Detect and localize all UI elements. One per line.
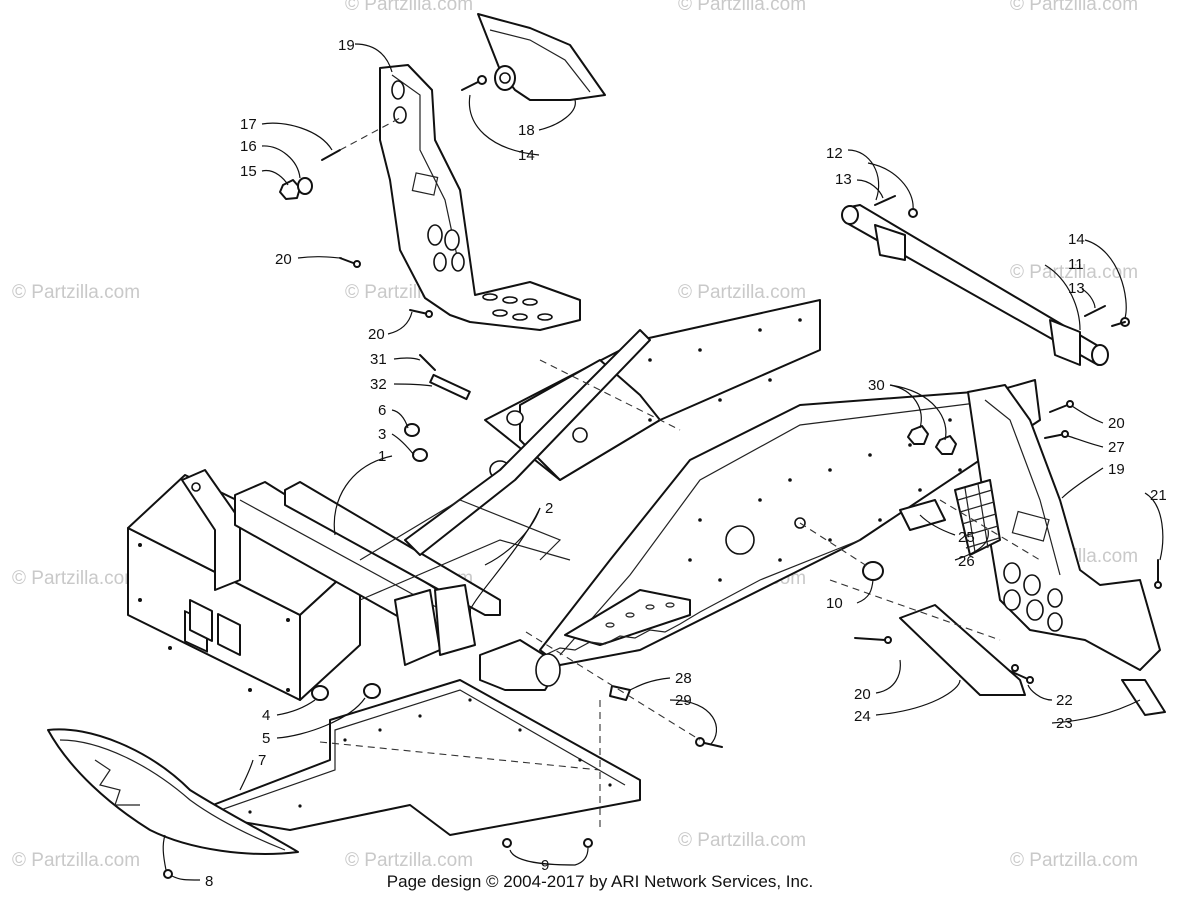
- callout-27: 27: [1108, 439, 1125, 456]
- callout-30: 30: [868, 377, 885, 394]
- mesh-part-26: [954, 479, 1001, 556]
- callout-20: 20: [368, 326, 385, 343]
- chassis-frame-part-1: [127, 299, 1041, 701]
- callout-20: 20: [854, 686, 871, 703]
- callout-3: 3: [378, 426, 386, 443]
- callout-14: 14: [518, 147, 535, 164]
- hardware: [163, 75, 1162, 879]
- plate-part-25: [899, 499, 946, 531]
- skid-plate-part-7: [199, 679, 641, 836]
- callout-32: 32: [370, 376, 387, 393]
- callout-8: 8: [205, 873, 213, 890]
- callout-23: 23: [1056, 715, 1073, 732]
- bracket-part-18: [477, 13, 606, 101]
- callout-12: 12: [826, 145, 843, 162]
- callout-14: 14: [1068, 231, 1085, 248]
- watermark: © Partzilla.com: [678, 282, 806, 303]
- callout-5: 5: [262, 730, 270, 747]
- plate-part-23: [1121, 679, 1166, 716]
- watermark: © Partzilla.com: [12, 568, 140, 589]
- callout-13: 13: [835, 171, 852, 188]
- callout-18: 18: [518, 122, 535, 139]
- callout-21: 21: [1150, 487, 1167, 504]
- callout-20: 20: [275, 251, 292, 268]
- watermark: © Partzilla.com: [345, 0, 473, 15]
- watermark: © Partzilla.com: [12, 282, 140, 303]
- right-footrest-part-19: [899, 384, 1161, 696]
- callout-4: 4: [262, 707, 270, 724]
- watermark: © Partzilla.com: [678, 830, 806, 851]
- callout-6: 6: [378, 402, 386, 419]
- callout-1: 1: [378, 448, 386, 465]
- callout-31: 31: [370, 351, 387, 368]
- watermark: © Partzilla.com: [345, 850, 473, 871]
- callout-28: 28: [675, 670, 692, 687]
- callout-24: 24: [854, 708, 871, 725]
- callout-19: 19: [1108, 461, 1125, 478]
- callout-19: 19: [338, 37, 355, 54]
- callout-2: 2: [545, 500, 553, 517]
- callout-20: 20: [1108, 415, 1125, 432]
- watermark: © Partzilla.com: [1010, 262, 1138, 283]
- crossbar-part-11: [841, 204, 1109, 366]
- footer-copyright: Page design © 2004-2017 by ARI Network S…: [386, 872, 814, 891]
- callout-9: 9: [541, 857, 549, 874]
- watermark: © Partzilla.com: [678, 0, 806, 15]
- callout-11: 11: [1068, 256, 1084, 273]
- callout-26: 26: [958, 553, 975, 570]
- left-footrest-part-19: [379, 64, 581, 331]
- callout-7: 7: [258, 752, 266, 769]
- callout-29: 29: [675, 692, 692, 709]
- callout-22: 22: [1056, 692, 1073, 709]
- callout-16: 16: [240, 138, 257, 155]
- watermark: © Partzilla.com: [1010, 0, 1138, 15]
- callout-13: 13: [1068, 280, 1085, 297]
- watermark: © Partzilla.com: [1010, 850, 1138, 871]
- callout-labels: 19 17 16 15 18 14 20 20 31 32 6 3 1 2 4 …: [205, 37, 1167, 890]
- callout-10: 10: [826, 595, 843, 612]
- front-skid-part-8: [47, 728, 299, 855]
- watermark: © Partzilla.com: [12, 850, 140, 871]
- callout-25: 25: [958, 529, 975, 546]
- callout-17: 17: [240, 116, 257, 133]
- leader-lines: [162, 43, 1164, 881]
- callout-15: 15: [240, 163, 257, 180]
